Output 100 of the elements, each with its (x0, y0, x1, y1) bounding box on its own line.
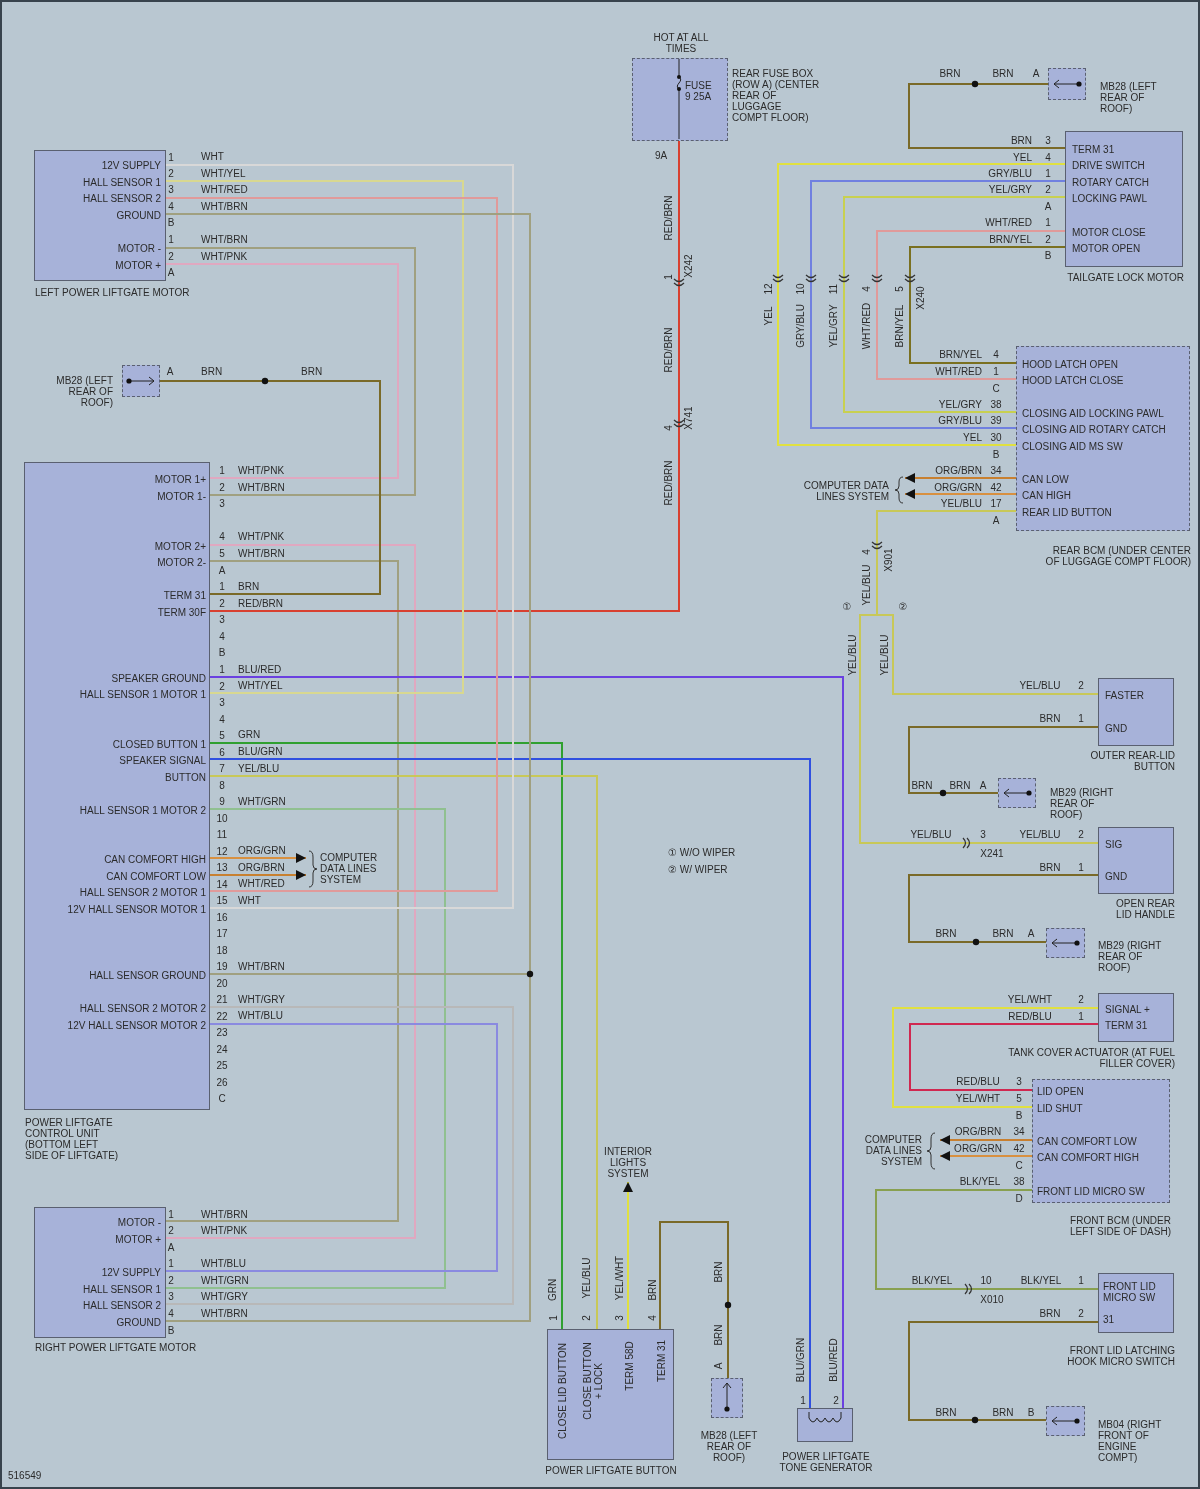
pin-name: MOTOR 2- (157, 556, 206, 568)
wire-color-label: WHT/PNK (201, 250, 248, 262)
wire-color-label: ORG/GRN (934, 481, 982, 493)
pin-name: CAN LOW (1022, 473, 1069, 485)
pin-number: 34 (990, 464, 1002, 476)
pin-number: 1 (1078, 1274, 1084, 1286)
pin-number: 38 (1013, 1175, 1025, 1187)
wire-color-label: YEL/BLU (940, 497, 982, 509)
wire (165, 1006, 514, 1305)
wire-color-label: BLU/GRN (794, 1337, 806, 1383)
wire-color-label: WHT/BRN (238, 960, 285, 972)
pin-name: CLOSING AID MS SW (1022, 440, 1123, 452)
wire-color-label: BRN (201, 365, 223, 377)
wire-color-label: BRN/YEL (989, 233, 1032, 245)
wire-color-label: RED/BLU (1008, 1010, 1052, 1022)
pin-number: 4 (1045, 151, 1051, 163)
wire-color-label: YEL/WHT (955, 1092, 1001, 1104)
wire-color-label: BRN (992, 1406, 1014, 1418)
wire-color-label: WHT/BRN (201, 200, 248, 212)
pin-number: 12 (216, 845, 228, 856)
pin-number: D (1015, 1192, 1023, 1204)
pin-number: 3 (1045, 134, 1051, 146)
pin-number: 5 (1016, 1092, 1022, 1104)
system-label: INTERIOR LIGHTS SYSTEM (603, 1145, 653, 1179)
pin-number: A (1032, 67, 1040, 79)
wire (939, 1135, 1033, 1145)
pin-number: B (992, 448, 1000, 460)
wire-color-label: YEL/BLU (878, 634, 890, 676)
pin-name: SPEAKER GROUND (111, 672, 206, 684)
wire-color-label: GRN (238, 728, 261, 740)
wire-color-label: BRN (992, 67, 1014, 79)
pin-number: 2 (1078, 828, 1084, 840)
wire (843, 196, 1066, 413)
pin-number: 5 (893, 286, 905, 292)
wire-color-label: BRN (712, 1324, 724, 1346)
wire (209, 676, 844, 1409)
pin-number: 4 (168, 1307, 174, 1319)
component-caption: MB29 (RIGHT REAR OF ROOF) (1098, 939, 1163, 973)
connector-id: X241 (980, 847, 1004, 859)
wire-color-label: BRN/YEL (939, 348, 982, 360)
pin-number: 30 (990, 431, 1002, 443)
pin-name: 12V SUPPLY (101, 1266, 161, 1278)
pin-name: HALL SENSOR 1 (83, 1283, 161, 1295)
wire-color-label: YEL/BLU (860, 564, 872, 606)
wire-color-label: ORG/GRN (954, 1142, 1002, 1154)
wire-color-label: BLK/YEL (911, 1274, 953, 1286)
pin-number: 3 (613, 1315, 625, 1321)
wire (892, 1007, 1099, 1108)
wire-color-label: WHT/BRN (201, 1208, 248, 1220)
component-caption: REAR BCM (UNDER CENTER OF LUGGAGE COMPT FLOOR) (1044, 545, 1191, 567)
pin-number: 9 (219, 795, 225, 807)
pin-name: DRIVE SWITCH (1072, 159, 1145, 171)
pin-name: TERM 31 (1105, 1019, 1148, 1031)
component-caption: FRONT LID LATCHING HOOK MICRO SWITCH (1066, 1345, 1175, 1367)
pin-number: 1 (1078, 712, 1084, 724)
pin-name: TERM 30F (157, 606, 206, 618)
pin-name: MOTOR 1- (157, 490, 206, 502)
wire-color-label: BRN (1039, 1307, 1061, 1319)
pin-number: 38 (990, 398, 1002, 410)
pin-number: A (167, 1241, 175, 1253)
wire-color-label: WHT/PNK (238, 530, 285, 542)
wire (875, 1189, 1099, 1290)
pin-number: 10 (794, 283, 806, 295)
wire-color-label: GRY/BLU (794, 304, 806, 348)
wire-color-label: YEL/BLU (846, 634, 858, 676)
pin-number: 1 (219, 580, 225, 592)
pin-name: TERM 31 (655, 1339, 667, 1383)
component-caption: TANK COVER ACTUATOR (AT FUEL FILLER COVER) (1007, 1047, 1175, 1069)
pin-name: HALL SENSOR 2 (83, 192, 161, 204)
pin-number: 42 (1013, 1142, 1025, 1154)
pin-name: CAN HIGH (1022, 489, 1071, 501)
wire (165, 180, 464, 694)
component-caption: OUTER REAR-LID BUTTON (1089, 750, 1175, 772)
pin-number: 1 (168, 233, 174, 245)
pin-name: FRONT LID MICRO SW (1103, 1281, 1157, 1303)
pin-name: REAR LID BUTTON (1022, 506, 1112, 518)
wire-color-label: WHT/BRN (201, 1307, 248, 1319)
pin-number: 1 (662, 274, 674, 280)
pin-name: CLOSE LID BUTTON (556, 1343, 568, 1439)
component-caption: OPEN REAR LID HANDLE (1115, 898, 1175, 920)
wire-color-label: YEL/BLU (580, 1257, 592, 1299)
pin-name: HOOD LATCH OPEN (1022, 358, 1118, 370)
pin-number: 2 (1078, 679, 1084, 691)
pin-number: 34 (1013, 1125, 1025, 1137)
wire-color-label: WHT/GRN (201, 1274, 249, 1286)
wire (859, 510, 1099, 844)
wire (904, 473, 1017, 483)
pin-name: HALL SENSOR 1 MOTOR 1 (79, 688, 206, 700)
pin-name: MOTOR 1+ (154, 473, 206, 485)
pin-number: 6 (219, 746, 225, 757)
pin-name: 12V SUPPLY (101, 159, 161, 171)
pin-number: A (218, 564, 226, 576)
wire-color-label: YEL/GRY (938, 398, 982, 410)
wire-color-label: BRN (935, 1406, 957, 1418)
connector-id: X242 (682, 254, 694, 278)
pin-number: 1 (168, 1257, 174, 1269)
wire-color-label: GRY/BLU (988, 167, 1032, 179)
component-caption: RIGHT POWER LIFTGATE MOTOR (35, 1341, 197, 1353)
note-text: 516549 (8, 1469, 42, 1481)
pin-number: 17 (990, 497, 1002, 509)
